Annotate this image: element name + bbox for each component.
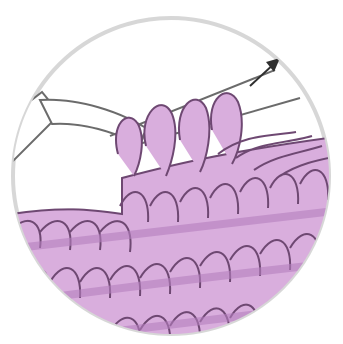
crochet-illustration xyxy=(0,0,343,344)
